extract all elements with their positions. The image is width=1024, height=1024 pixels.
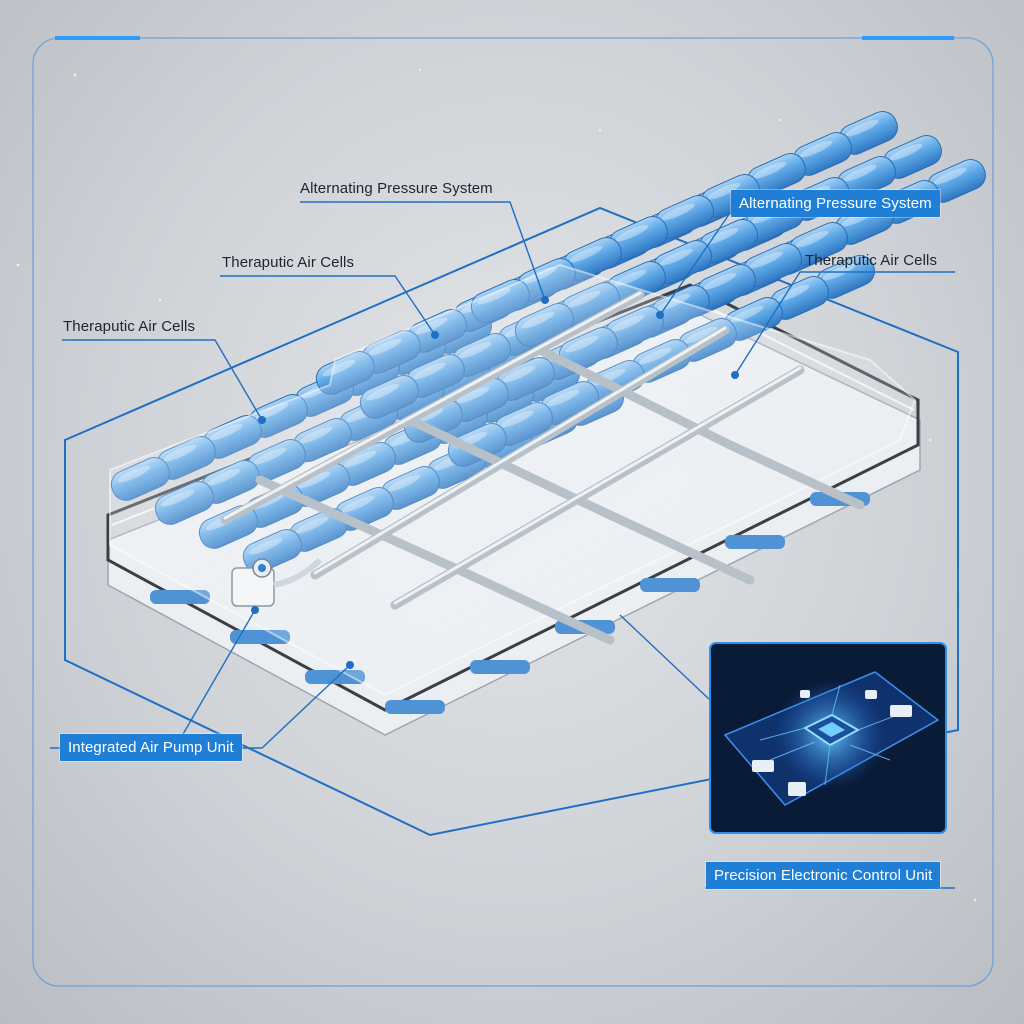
therapeutic-cells-label-left: Theraputic Air Cells [63,318,196,335]
pump-icon [231,557,323,607]
outer-frame [32,37,994,987]
air-cell-highlight [730,305,764,323]
air-cell-highlight [569,245,603,263]
circuit-board-icon [709,642,947,834]
air-cell-highlight [615,224,649,242]
air-cell-highlight [613,269,647,287]
support-rails [220,290,865,645]
air-pump-label: Integrated Air Pump Unit [60,734,242,761]
air-cell-highlight [795,230,829,248]
air-cell-highlight [845,119,879,137]
therapeutic-cells-label-center: Theraputic Air Cells [222,254,355,271]
alternating-pressure-label-right: Alternating Pressure System [731,190,940,217]
air-cell-highlight [889,143,923,161]
mattress-boundary [64,206,959,837]
frame-accent-right [862,36,954,40]
therapeutic-cells-label-right: Theraputic Air Cells [805,252,938,269]
air-cell-highlight [703,272,737,290]
air-cell-highlight [753,161,787,179]
air-cell-highlight [705,227,739,245]
translucent-cover [109,263,917,697]
frame-accent-left [55,36,140,40]
air-cell-highlight [707,182,741,200]
alternating-pressure-label-left: Alternating Pressure System [300,180,493,197]
control-unit-label: Precision Electronic Control Unit [706,862,941,889]
air-cell-highlight [661,203,695,221]
air-cell-highlight [749,251,783,269]
air-cell-highlight [933,167,967,185]
air-cell-highlight [843,164,877,182]
air-cell-highlight [799,140,833,158]
air-cell-highlight [659,248,693,266]
sparkles [16,68,977,902]
